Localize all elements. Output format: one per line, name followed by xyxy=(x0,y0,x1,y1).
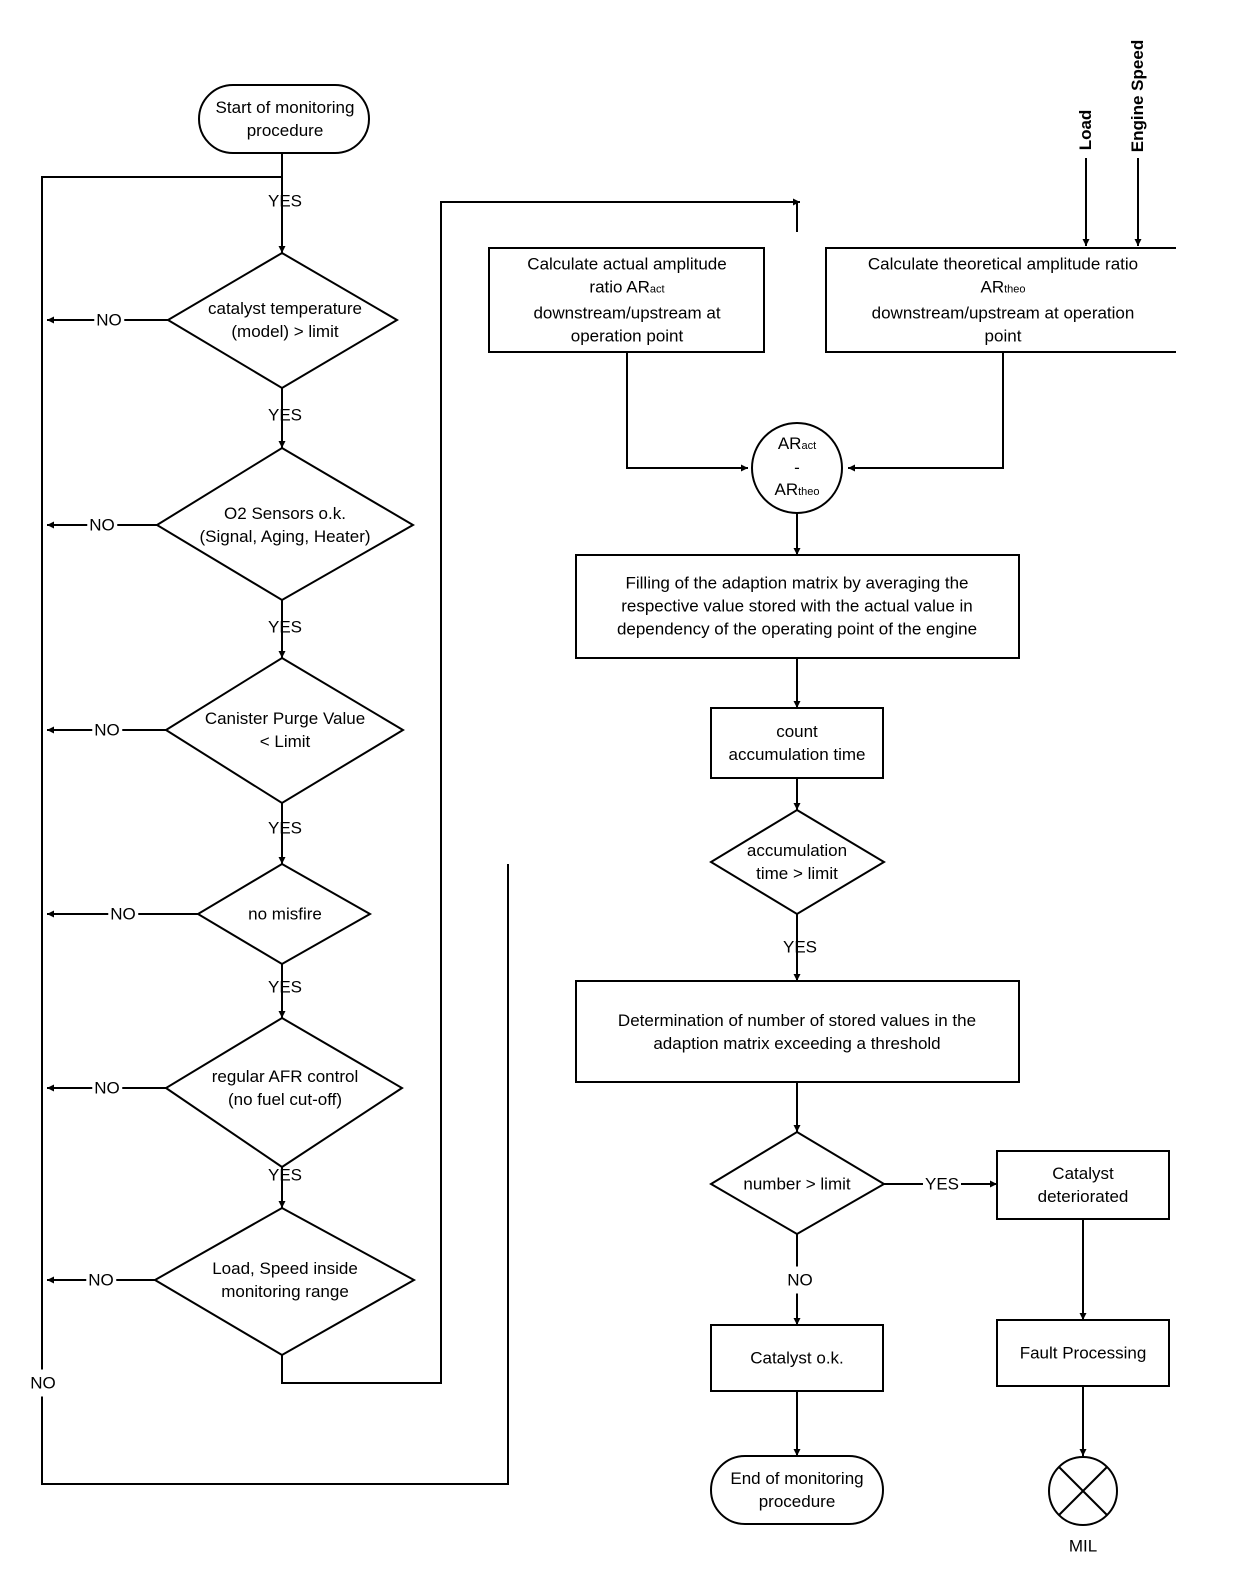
decision-catalyst-temperature xyxy=(166,251,399,390)
decision-number xyxy=(709,1130,886,1236)
yes-label-start: YES xyxy=(267,191,303,211)
decision-o2-sensors xyxy=(155,446,415,602)
connector-loop-back xyxy=(41,176,509,1485)
mil-lamp-icon xyxy=(1048,1456,1118,1526)
no-label-purge: NO xyxy=(92,718,122,742)
yes-label-misfire: YES xyxy=(267,977,303,997)
yes-label-purge: YES xyxy=(267,818,303,838)
decision-canister-purge xyxy=(164,656,405,805)
process-catalyst-ok xyxy=(710,1324,884,1392)
connector-actual-to-diff xyxy=(626,352,748,472)
engine-speed-input-label: Engine Speed xyxy=(1128,39,1147,153)
decision-misfire xyxy=(196,862,373,966)
catalyst-ok-text: Catalyst o.k. xyxy=(750,1348,844,1368)
process-calc-theoretical xyxy=(825,247,1176,353)
filling-text: Filling of the adaption matrix by averag… xyxy=(616,573,978,639)
process-fault-processing xyxy=(996,1319,1170,1387)
process-count-time xyxy=(710,707,884,779)
no-label-number: NO xyxy=(787,1266,813,1294)
determination-text: Determination of number of stored values… xyxy=(617,1011,977,1053)
no-label-loop: NO xyxy=(30,1369,56,1397)
calc-actual-text: Calculate actual amplitude ratio ARact d… xyxy=(527,254,727,346)
process-catalyst-deteriorated xyxy=(996,1150,1170,1220)
yes-label-temp: YES xyxy=(267,405,303,425)
no-label-afr: NO xyxy=(92,1076,122,1100)
catalyst-temperature-text: catalyst temperature(model) > limit xyxy=(207,299,363,341)
calc-theoretical-text: Calculate theoretical amplitude ratio AR… xyxy=(867,254,1139,346)
no-label-load: NO xyxy=(86,1268,116,1292)
canister-purge-text: Canister Purge Value< Limit xyxy=(204,709,366,751)
o2-sensors-text: O2 Sensors o.k.(Signal, Aging, Heater) xyxy=(199,504,371,546)
yes-label-afr: YES xyxy=(267,1165,303,1185)
start-terminal xyxy=(198,84,370,154)
connector-theo-to-diff xyxy=(848,352,1004,472)
process-calc-actual xyxy=(488,247,765,353)
afr-control-text: regular AFR control(no fuel cut-off) xyxy=(211,1067,359,1109)
process-determination xyxy=(575,980,1020,1083)
difference-text: ARact - ARtheo xyxy=(774,434,820,499)
decision-accumulation xyxy=(709,808,886,916)
fault-processing-text: Fault Processing xyxy=(1019,1343,1147,1363)
yes-label-o2: YES xyxy=(267,617,303,637)
junction-difference xyxy=(751,422,843,514)
mil-label: MIL xyxy=(1068,1536,1098,1556)
yes-label-accumulation: YES xyxy=(782,937,818,957)
no-label-misfire: NO xyxy=(108,902,138,926)
no-label-temp: NO xyxy=(94,308,124,332)
number-check-text: number > limit xyxy=(743,1174,851,1194)
decision-afr-control xyxy=(164,1016,404,1169)
connector-load-to-calc xyxy=(281,198,800,1384)
no-label-o2: NO xyxy=(87,513,117,537)
decision-load-speed xyxy=(153,1206,417,1357)
yes-label-number: YES xyxy=(922,1172,962,1196)
end-terminal xyxy=(710,1455,884,1525)
misfire-text: no misfire xyxy=(248,904,322,924)
load-input-label: Load xyxy=(1076,109,1095,151)
process-filling xyxy=(575,554,1020,659)
